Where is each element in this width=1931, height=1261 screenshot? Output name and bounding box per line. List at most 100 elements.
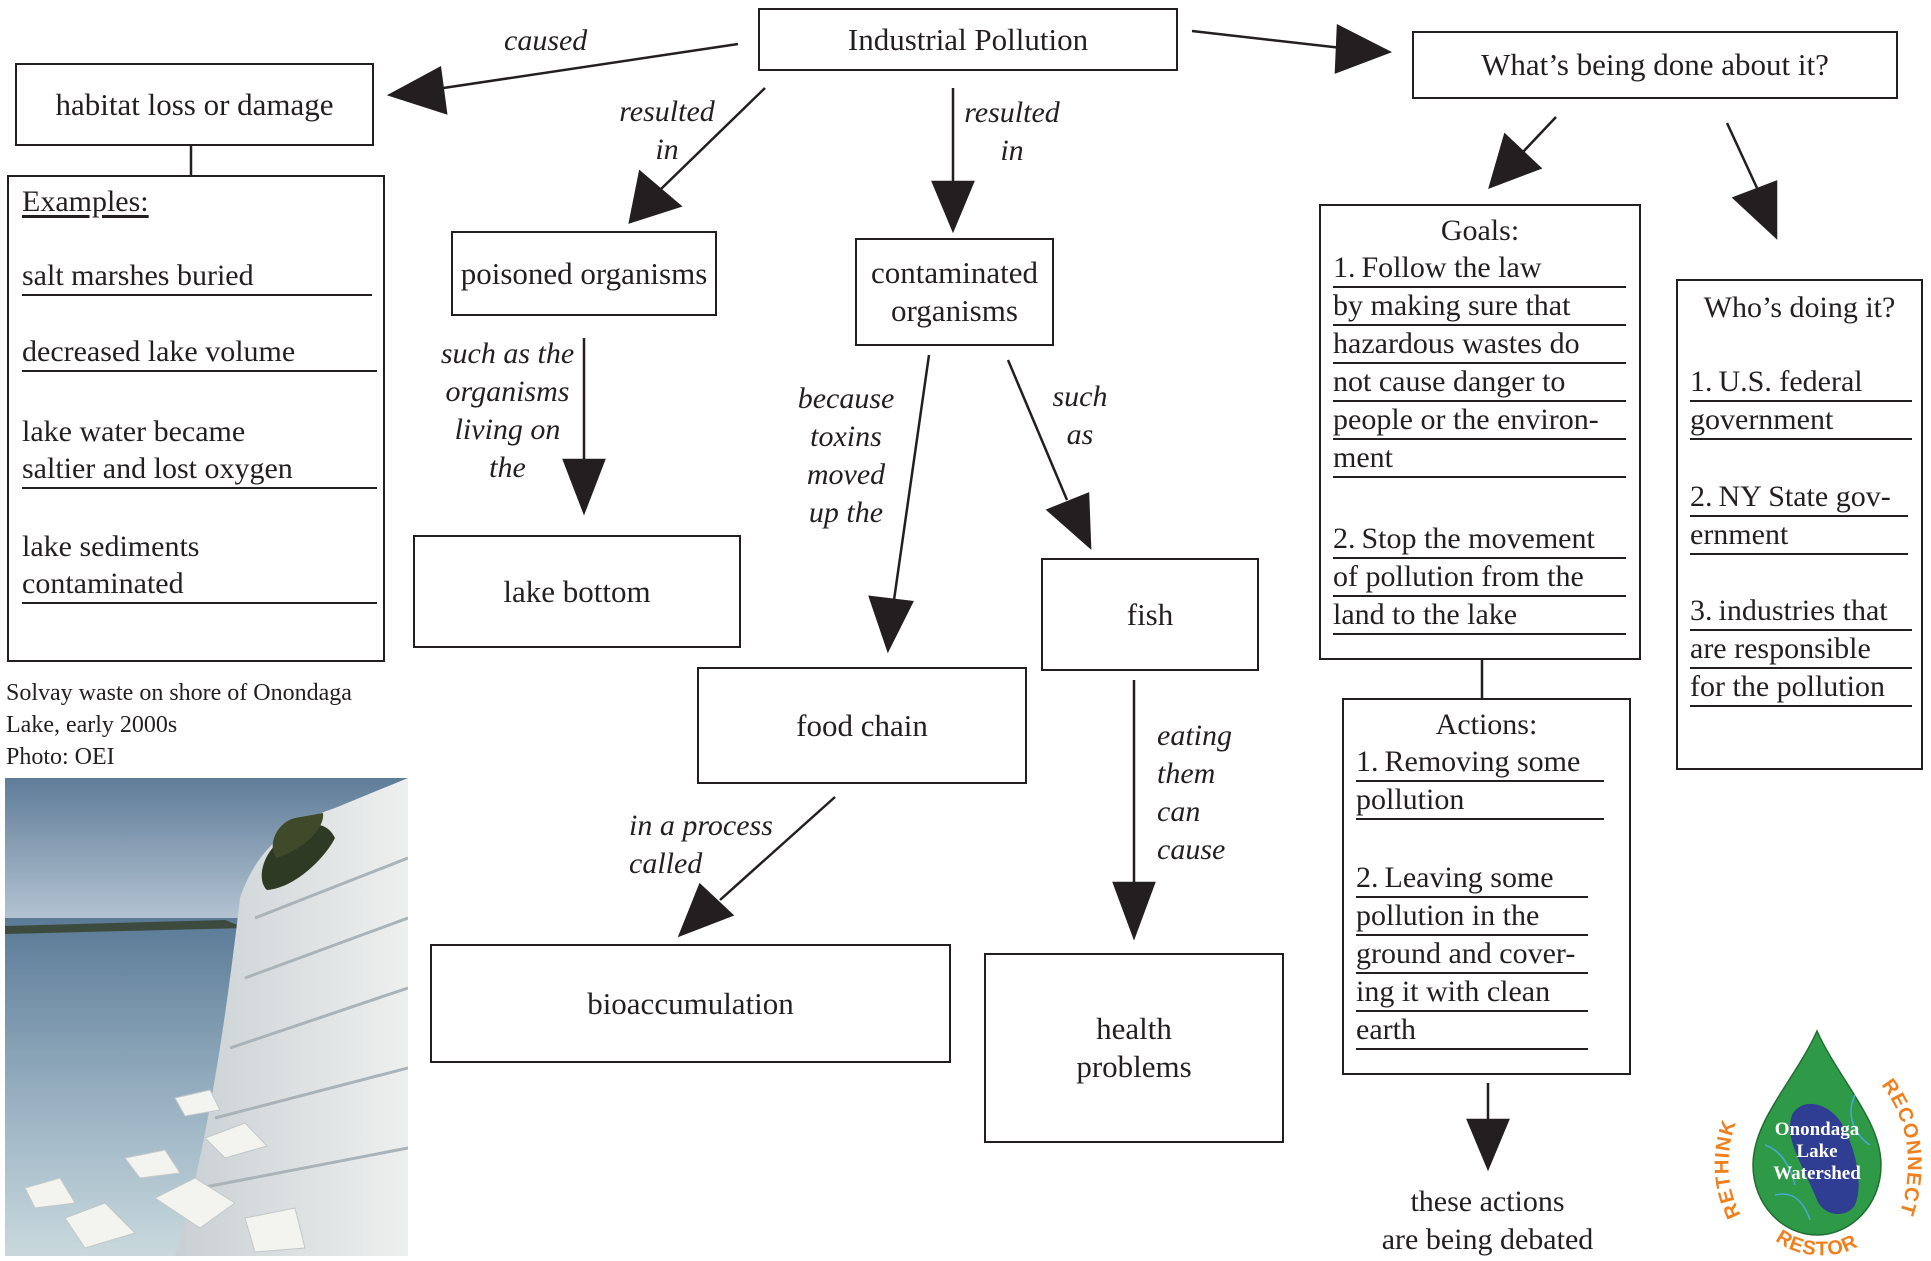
node-fish-label: fish xyxy=(1126,596,1174,632)
who-item-3-line-3: for the pollution xyxy=(1690,669,1912,707)
goal-item-1-line-1: Follow the law xyxy=(1361,251,1542,284)
label-in-a-process-line-2: called xyxy=(629,847,703,880)
label-such-as-the-line-4: the xyxy=(489,451,526,484)
goal-item-1-line-3: hazardous wastes do xyxy=(1333,326,1626,364)
who-item-3: 3.industries that are responsible for th… xyxy=(1690,593,1912,707)
who-item-1: 1.U.S. federal government xyxy=(1690,364,1912,440)
action-item-2-line-4: ing it with clean xyxy=(1356,974,1588,1012)
label-resulted-in-right: resulted in xyxy=(957,94,1067,170)
goal-item-2-line-1: Stop the movement xyxy=(1361,522,1595,555)
example-item-4-line-1: lake sediments xyxy=(22,530,200,563)
node-bioaccumulation: bioaccumulation xyxy=(430,944,951,1063)
label-such-as-line-2: as xyxy=(1066,418,1094,451)
logo-text-line-2: Lake xyxy=(1796,1141,1837,1162)
node-whats-being-done-label: What’s being done about it? xyxy=(1481,47,1829,82)
who-item-2-line-1: NY State gov- xyxy=(1718,480,1891,513)
node-contaminated-line-1: contaminated xyxy=(871,255,1038,290)
label-in-a-process-line-1: in a process xyxy=(629,809,773,842)
label-because-toxins-line-2: toxins xyxy=(810,420,882,453)
action-item-2-number: 2. xyxy=(1356,861,1379,894)
debated-text-line-1: these actions xyxy=(1410,1185,1565,1218)
label-eating-them-line-3: can xyxy=(1157,795,1201,828)
action-item-1: 1.Removing some pollution xyxy=(1356,744,1604,820)
action-item-2-line-2: pollution in the xyxy=(1356,898,1588,936)
logo-ring-right: RECONNECT xyxy=(1877,1075,1924,1219)
who-box: Who’s doing it? 1.U.S. federal governmen… xyxy=(1676,279,1923,770)
photo-caption-line-3: Photo: OEI xyxy=(6,744,115,770)
goal-item-2-number: 2. xyxy=(1333,522,1356,555)
label-such-as-the-line-2: organisms xyxy=(445,375,570,408)
label-because-toxins-line-3: moved xyxy=(806,458,886,491)
onondaga-watershed-logo: Onondaga Lake Watershed RETHINK RECONNEC… xyxy=(1698,1008,1931,1260)
actions-box: Actions: 1.Removing some pollution 2.Lea… xyxy=(1342,698,1631,1075)
goals-title: Goals: xyxy=(1440,214,1520,247)
logo-text-line-1: Onondaga xyxy=(1775,1119,1860,1140)
goal-item-2: 2.Stop the movement of pollution from th… xyxy=(1333,521,1626,635)
who-item-3-number: 3. xyxy=(1690,594,1713,627)
node-fish: fish xyxy=(1041,558,1259,671)
debated-text-line-2: are being debated xyxy=(1381,1223,1594,1256)
goal-item-1-number: 1. xyxy=(1333,251,1356,284)
label-because-toxins-line-4: up the xyxy=(808,496,884,529)
arrow-caused xyxy=(429,42,739,92)
action-item-1-line-1: Removing some xyxy=(1384,745,1581,778)
node-poisoned-organisms: poisoned organisms xyxy=(451,231,717,316)
debated-text: these actions are being debated xyxy=(1360,1183,1615,1259)
who-item-1-line-1: U.S. federal xyxy=(1718,365,1863,398)
example-item-2: decreased lake volume xyxy=(22,334,377,372)
node-health-problems: health problems xyxy=(984,953,1284,1143)
who-item-3-line-1: industries that xyxy=(1718,594,1888,627)
node-health-line-1: health xyxy=(1096,1011,1172,1046)
arrow-to-goals xyxy=(1521,116,1557,154)
label-such-as: such as xyxy=(1040,378,1120,454)
example-item-3-line-1: lake water became xyxy=(22,415,246,448)
node-industrial-pollution: Industrial Pollution xyxy=(758,8,1178,71)
label-such-as-the: such as the organisms living on the xyxy=(430,335,585,487)
node-contaminated-line-2: organisms xyxy=(891,293,1018,328)
arrow-to-whats-done xyxy=(1191,29,1343,50)
svg-text:RETHINK: RETHINK xyxy=(1711,1117,1745,1222)
who-item-1-line-2: government xyxy=(1690,402,1912,440)
goal-item-2-line-2: of pollution from the xyxy=(1333,559,1626,597)
action-item-2-line-1: Leaving some xyxy=(1384,861,1554,894)
goal-item-1-line-5: people or the environ- xyxy=(1333,402,1626,440)
label-resulted-in-right-line-1: resulted xyxy=(964,96,1060,129)
arrow-to-fish xyxy=(1006,359,1069,501)
arrow-to-food-chain xyxy=(892,354,931,601)
examples-title: Examples: xyxy=(22,185,149,218)
logo-ring-left: RETHINK xyxy=(1711,1117,1744,1222)
label-resulted-in-left: resulted in xyxy=(612,93,722,169)
node-bioaccumulation-label: bioaccumulation xyxy=(587,985,794,1021)
who-item-2-number: 2. xyxy=(1690,480,1713,513)
node-contaminated-organisms: contaminated organisms xyxy=(855,238,1054,346)
goal-item-1-line-4: not cause danger to xyxy=(1333,364,1626,402)
label-resulted-in-left-line-2: in xyxy=(655,133,679,166)
example-item-4: lake sediments contaminated xyxy=(22,528,377,604)
node-food-chain: food chain xyxy=(697,667,1027,784)
label-such-as-the-line-3: living on xyxy=(454,413,561,446)
svg-text:RECONNECT: RECONNECT xyxy=(1877,1075,1925,1219)
example-item-4-line-2: contaminated xyxy=(22,566,377,604)
arrow-to-who xyxy=(1725,122,1759,189)
label-resulted-in-left-line-1: resulted xyxy=(619,95,715,128)
who-item-1-number: 1. xyxy=(1690,365,1713,398)
label-caused: caused xyxy=(504,24,588,57)
action-item-1-number: 1. xyxy=(1356,745,1379,778)
example-item-1-line-1: salt marshes buried xyxy=(22,258,372,296)
photo-caption-line-1: Solvay waste on shore of Onondaga xyxy=(6,680,352,706)
actions-title: Actions: xyxy=(1435,708,1538,741)
goal-item-1-line-2: by making sure that xyxy=(1333,288,1626,326)
label-because-toxins-line-1: because xyxy=(797,382,895,415)
label-in-a-process: in a process called xyxy=(629,807,773,883)
who-title: Who’s doing it? xyxy=(1703,291,1896,324)
label-eating-them: eating them can cause xyxy=(1157,717,1232,869)
label-such-as-line-1: such xyxy=(1052,380,1108,413)
goal-item-2-line-3: land to the lake xyxy=(1333,597,1626,635)
goal-item-1-line-6: ment xyxy=(1333,440,1626,478)
photo-caption: Solvay waste on shore of Onondaga Lake, … xyxy=(6,677,352,773)
node-poisoned-organisms-label: poisoned organisms xyxy=(460,255,708,291)
label-eating-them-line-1: eating xyxy=(1157,719,1232,752)
node-food-chain-label: food chain xyxy=(796,707,928,743)
who-item-2: 2.NY State gov- ernment xyxy=(1690,479,1908,555)
